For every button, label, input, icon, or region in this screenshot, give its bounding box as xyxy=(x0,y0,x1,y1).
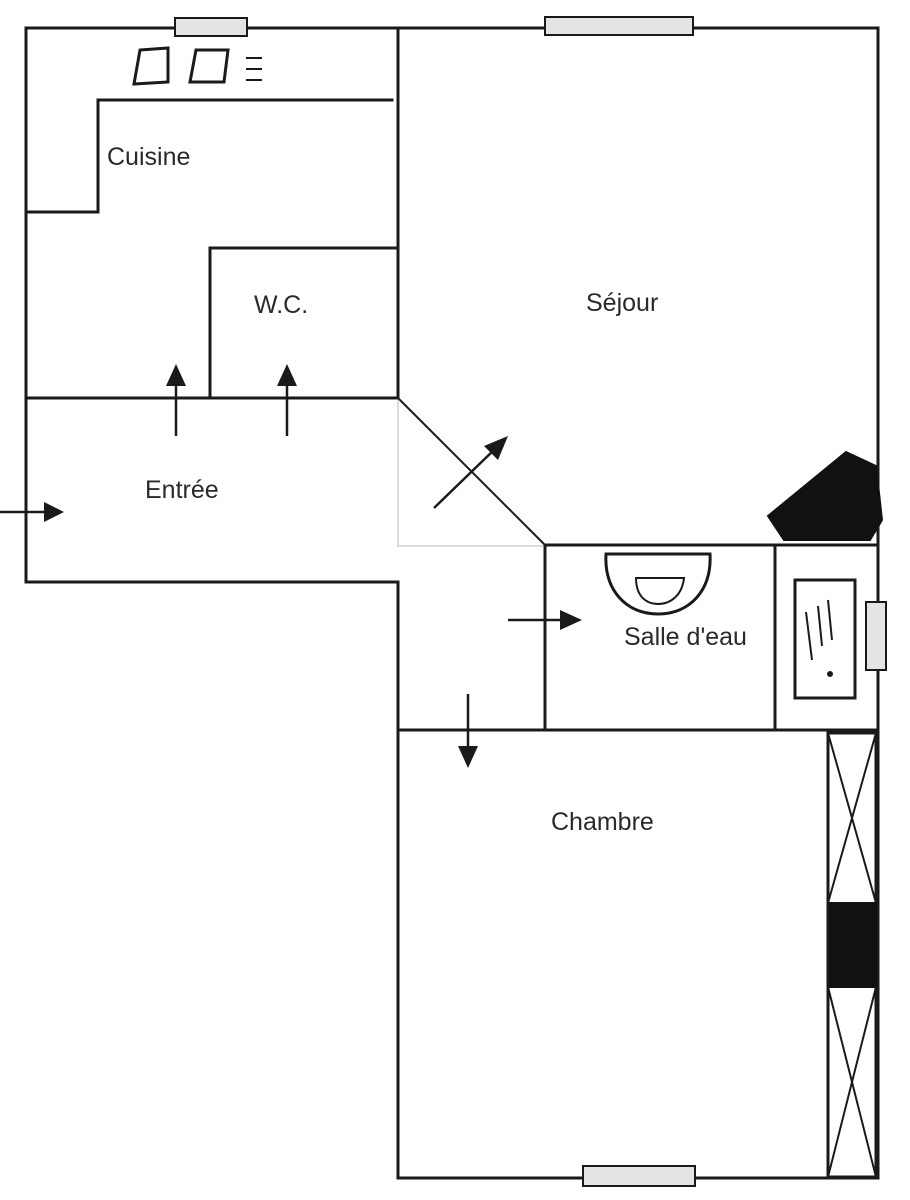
shower-icon xyxy=(793,578,857,700)
door-arrows xyxy=(0,364,582,768)
outer-walls xyxy=(24,26,880,1180)
label-salle-deau: Salle d'eau xyxy=(624,623,747,651)
room-labels: Cuisine W.C. Séjour Entrée Salle d'eau C… xyxy=(107,143,747,836)
label-cuisine: Cuisine xyxy=(107,143,190,171)
window-chambre xyxy=(582,1165,696,1187)
arrow-to-kitchen xyxy=(166,364,186,436)
label-entree: Entrée xyxy=(145,476,219,504)
windows xyxy=(174,16,887,1187)
interior-walls xyxy=(24,26,880,732)
arrow-to-wc xyxy=(277,364,297,436)
arrow-to-salle-deau xyxy=(508,610,582,630)
window-sejour xyxy=(544,16,694,36)
washbasin-icon xyxy=(604,552,712,616)
arrow-to-sejour xyxy=(433,436,508,509)
arrow-to-chambre xyxy=(458,694,478,768)
label-wc: W.C. xyxy=(254,291,308,319)
kitchen-appliances xyxy=(132,46,262,86)
window-salle-deau xyxy=(865,601,887,671)
wardrobe xyxy=(826,731,878,1179)
arrow-main-entrance xyxy=(0,502,64,522)
sink-icon xyxy=(188,48,230,84)
label-sejour: Séjour xyxy=(586,289,658,317)
label-chambre: Chambre xyxy=(551,808,654,836)
window-kitchen xyxy=(174,17,248,37)
chimney-icon xyxy=(766,450,884,541)
hob-icon xyxy=(132,46,170,86)
vent-icon xyxy=(246,57,262,81)
wardrobe-solid-block xyxy=(829,902,877,988)
